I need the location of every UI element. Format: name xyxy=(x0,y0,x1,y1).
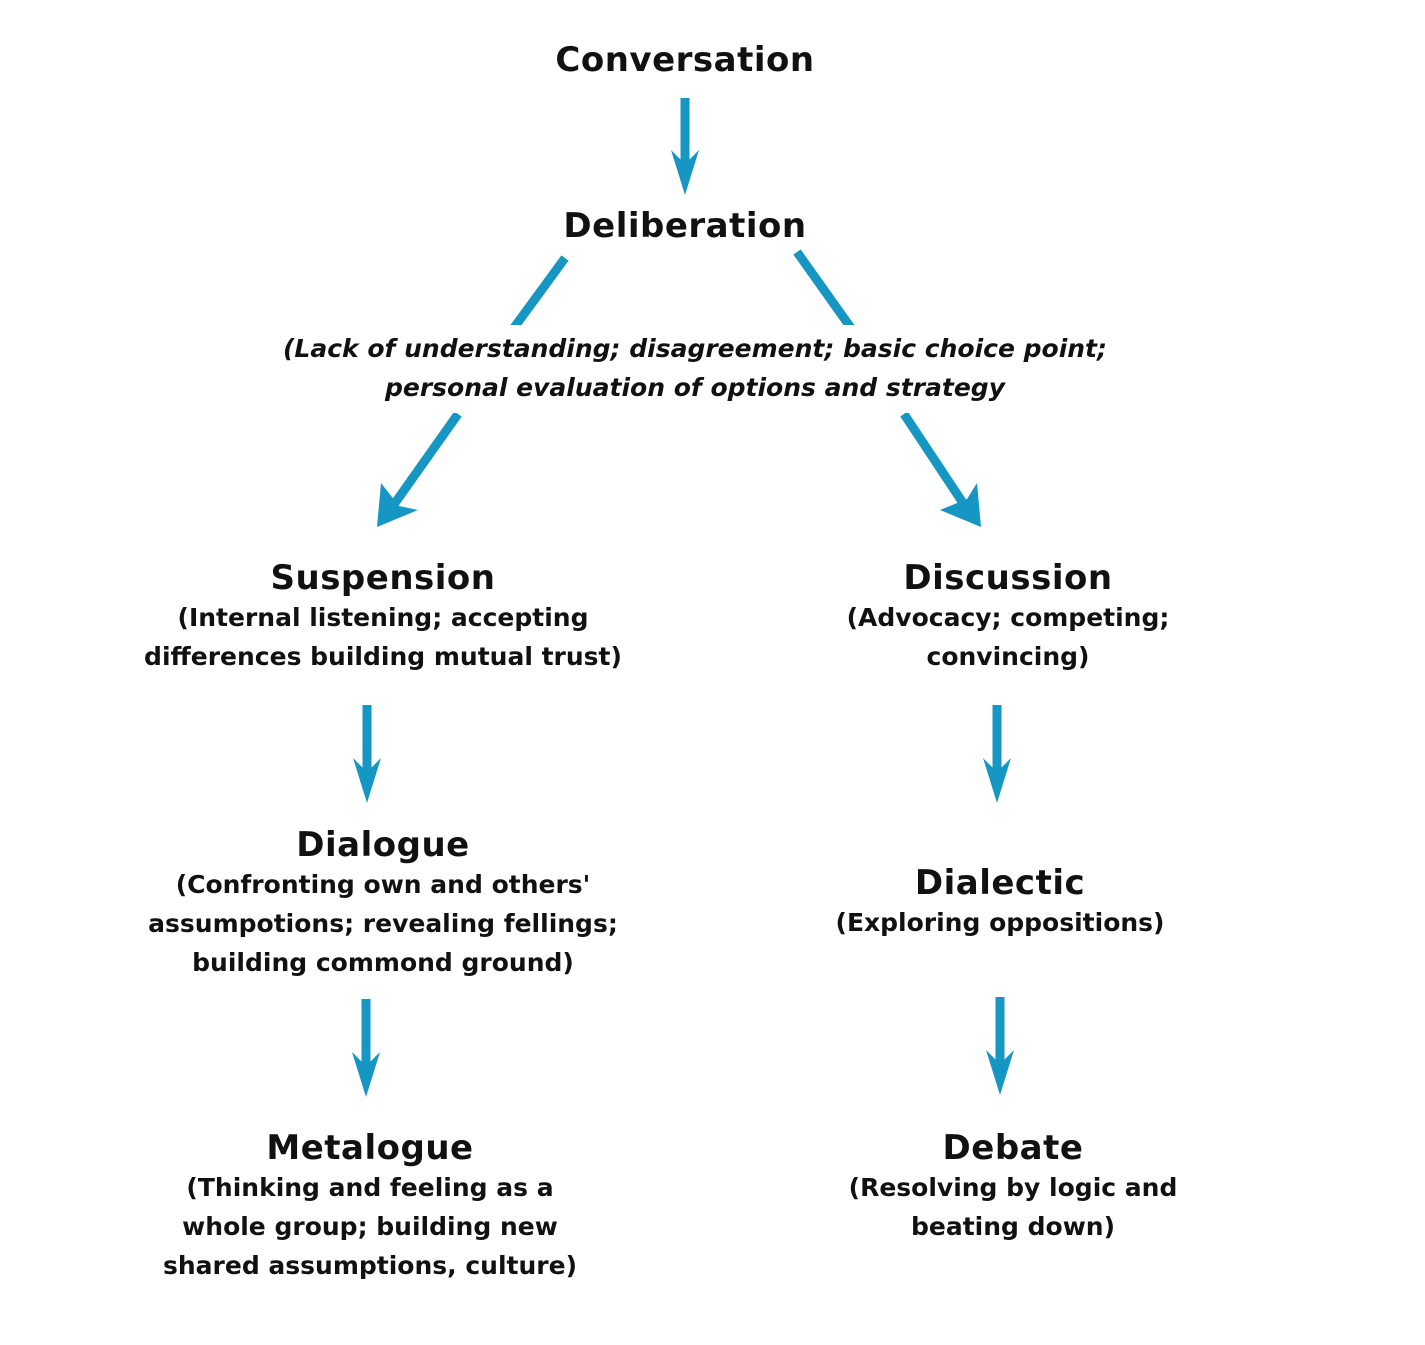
dialectic-title: Dialectic xyxy=(914,863,1086,903)
arrow-deliberation-discussion xyxy=(793,249,981,527)
node-discussion: Discussion (Advocacy; competing; convinc… xyxy=(788,558,1228,676)
dialogue-title: Dialogue xyxy=(296,825,470,865)
arrow-discussion-dialectic xyxy=(983,705,1011,803)
node-metalogue: Metalogue (Thinking and feeling as a who… xyxy=(90,1128,650,1285)
dialogue-description: (Confronting own and others' assumpotion… xyxy=(148,870,618,977)
arrow-dialogue-metalogue xyxy=(352,999,380,1097)
suspension-description: (Internal listening; accepting differenc… xyxy=(144,603,622,671)
dialectic-description: (Exploring oppositions) xyxy=(835,908,1165,937)
debate-title: Debate xyxy=(942,1128,1084,1168)
metalogue-title: Metalogue xyxy=(266,1128,474,1168)
suspension-title: Suspension xyxy=(270,558,496,598)
arrow-dialectic-debate xyxy=(986,997,1014,1095)
discussion-description: (Advocacy; competing; convincing) xyxy=(846,603,1170,671)
choice-point-note: (Lack of understanding; disagreement; ba… xyxy=(205,325,1185,413)
debate-description: (Resolving by logic and beating down) xyxy=(848,1173,1178,1241)
arrow-conversation-deliberation xyxy=(671,98,699,195)
conversation-title: Conversation xyxy=(555,40,815,80)
node-conversation: Conversation xyxy=(485,40,885,80)
discussion-title: Discussion xyxy=(903,558,1113,598)
node-dialogue: Dialogue (Confronting own and others' as… xyxy=(103,825,663,982)
deliberation-title: Deliberation xyxy=(563,206,807,246)
node-deliberation: Deliberation xyxy=(485,206,885,246)
node-dialectic: Dialectic (Exploring oppositions) xyxy=(780,863,1220,942)
metalogue-description: (Thinking and feeling as a whole group; … xyxy=(162,1173,578,1280)
arrow-suspension-dialogue xyxy=(353,705,381,803)
node-suspension: Suspension (Internal listening; acceptin… xyxy=(103,558,663,676)
node-debate: Debate (Resolving by logic and beating d… xyxy=(788,1128,1238,1246)
